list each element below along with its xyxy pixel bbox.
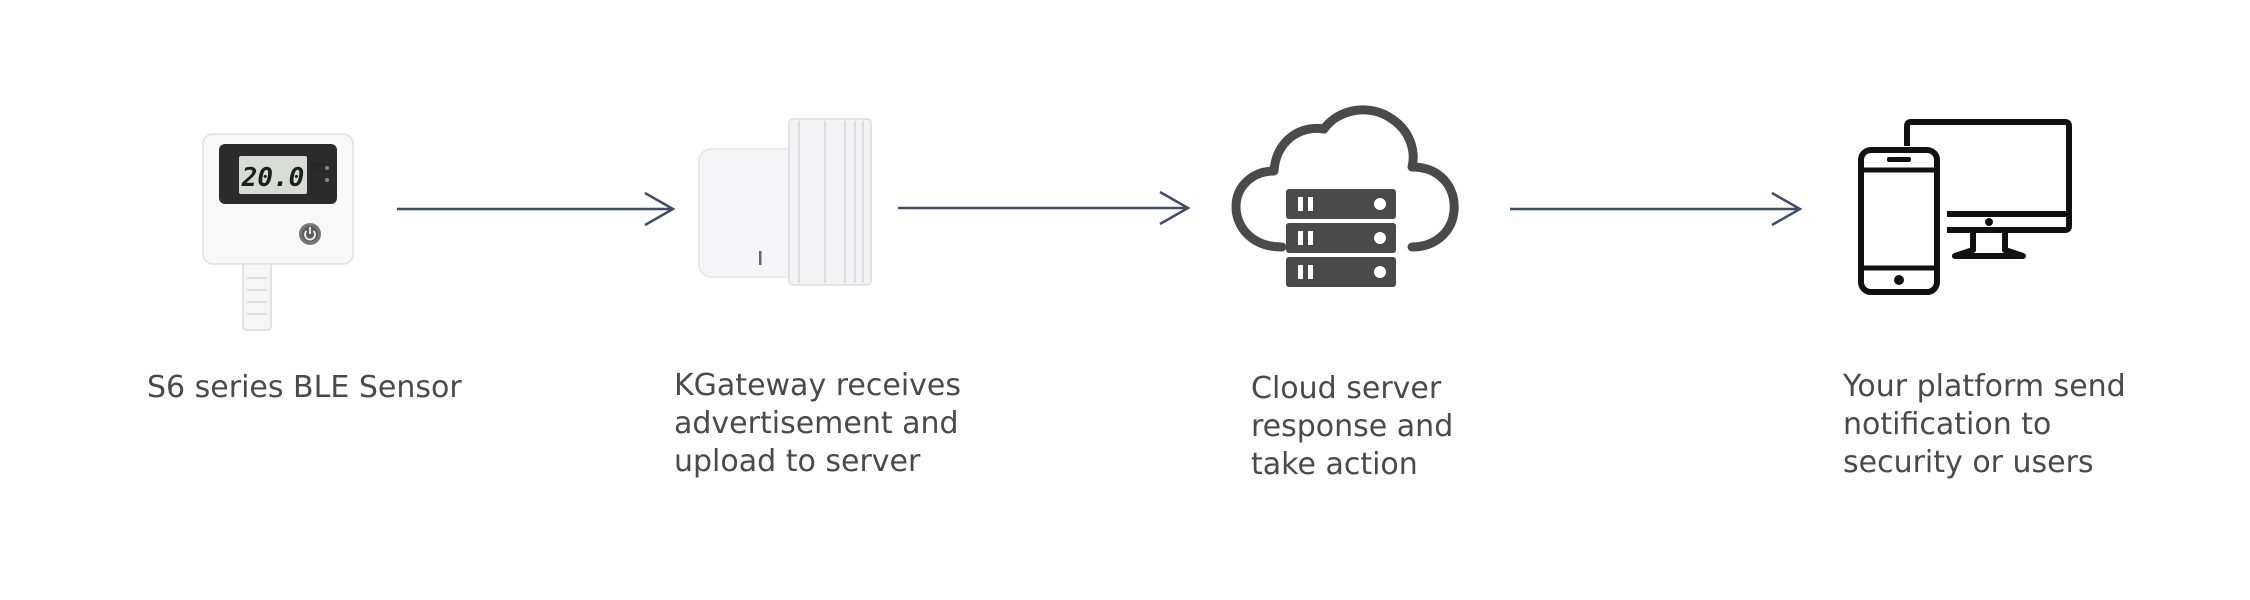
phone-and-monitor-icon (1858, 119, 2072, 295)
gateway-device-icon (698, 118, 872, 286)
caption-platform: Your platform send notification to secur… (1843, 369, 2126, 480)
caption-cloud: Cloud server response and take action (1251, 371, 1454, 482)
smartphone-icon (1858, 147, 1940, 295)
arrow-right-icon (397, 191, 676, 227)
caption-sensor: S6 series BLE Sensor (147, 370, 462, 405)
sensor-probe (242, 259, 272, 331)
sensor-reading: 20.0 (241, 163, 305, 193)
cloud-outline-icon (1231, 105, 1459, 252)
sensor-unit: °C (310, 163, 321, 173)
server-rack-icon (1286, 189, 1396, 287)
arrow-right-icon (898, 190, 1191, 226)
arrow-right-icon (1510, 191, 1803, 227)
cloud-server-icon (1231, 105, 1459, 287)
ble-sensor-icon: 20.0 °C (202, 133, 354, 331)
monitor-icon (1904, 119, 2072, 259)
gateway-ribbed-case (788, 118, 872, 286)
caption-gateway: KGateway receives advertisement and uplo… (674, 368, 961, 479)
gateway-front-unit (698, 148, 800, 278)
sensor-lcd (239, 156, 307, 194)
